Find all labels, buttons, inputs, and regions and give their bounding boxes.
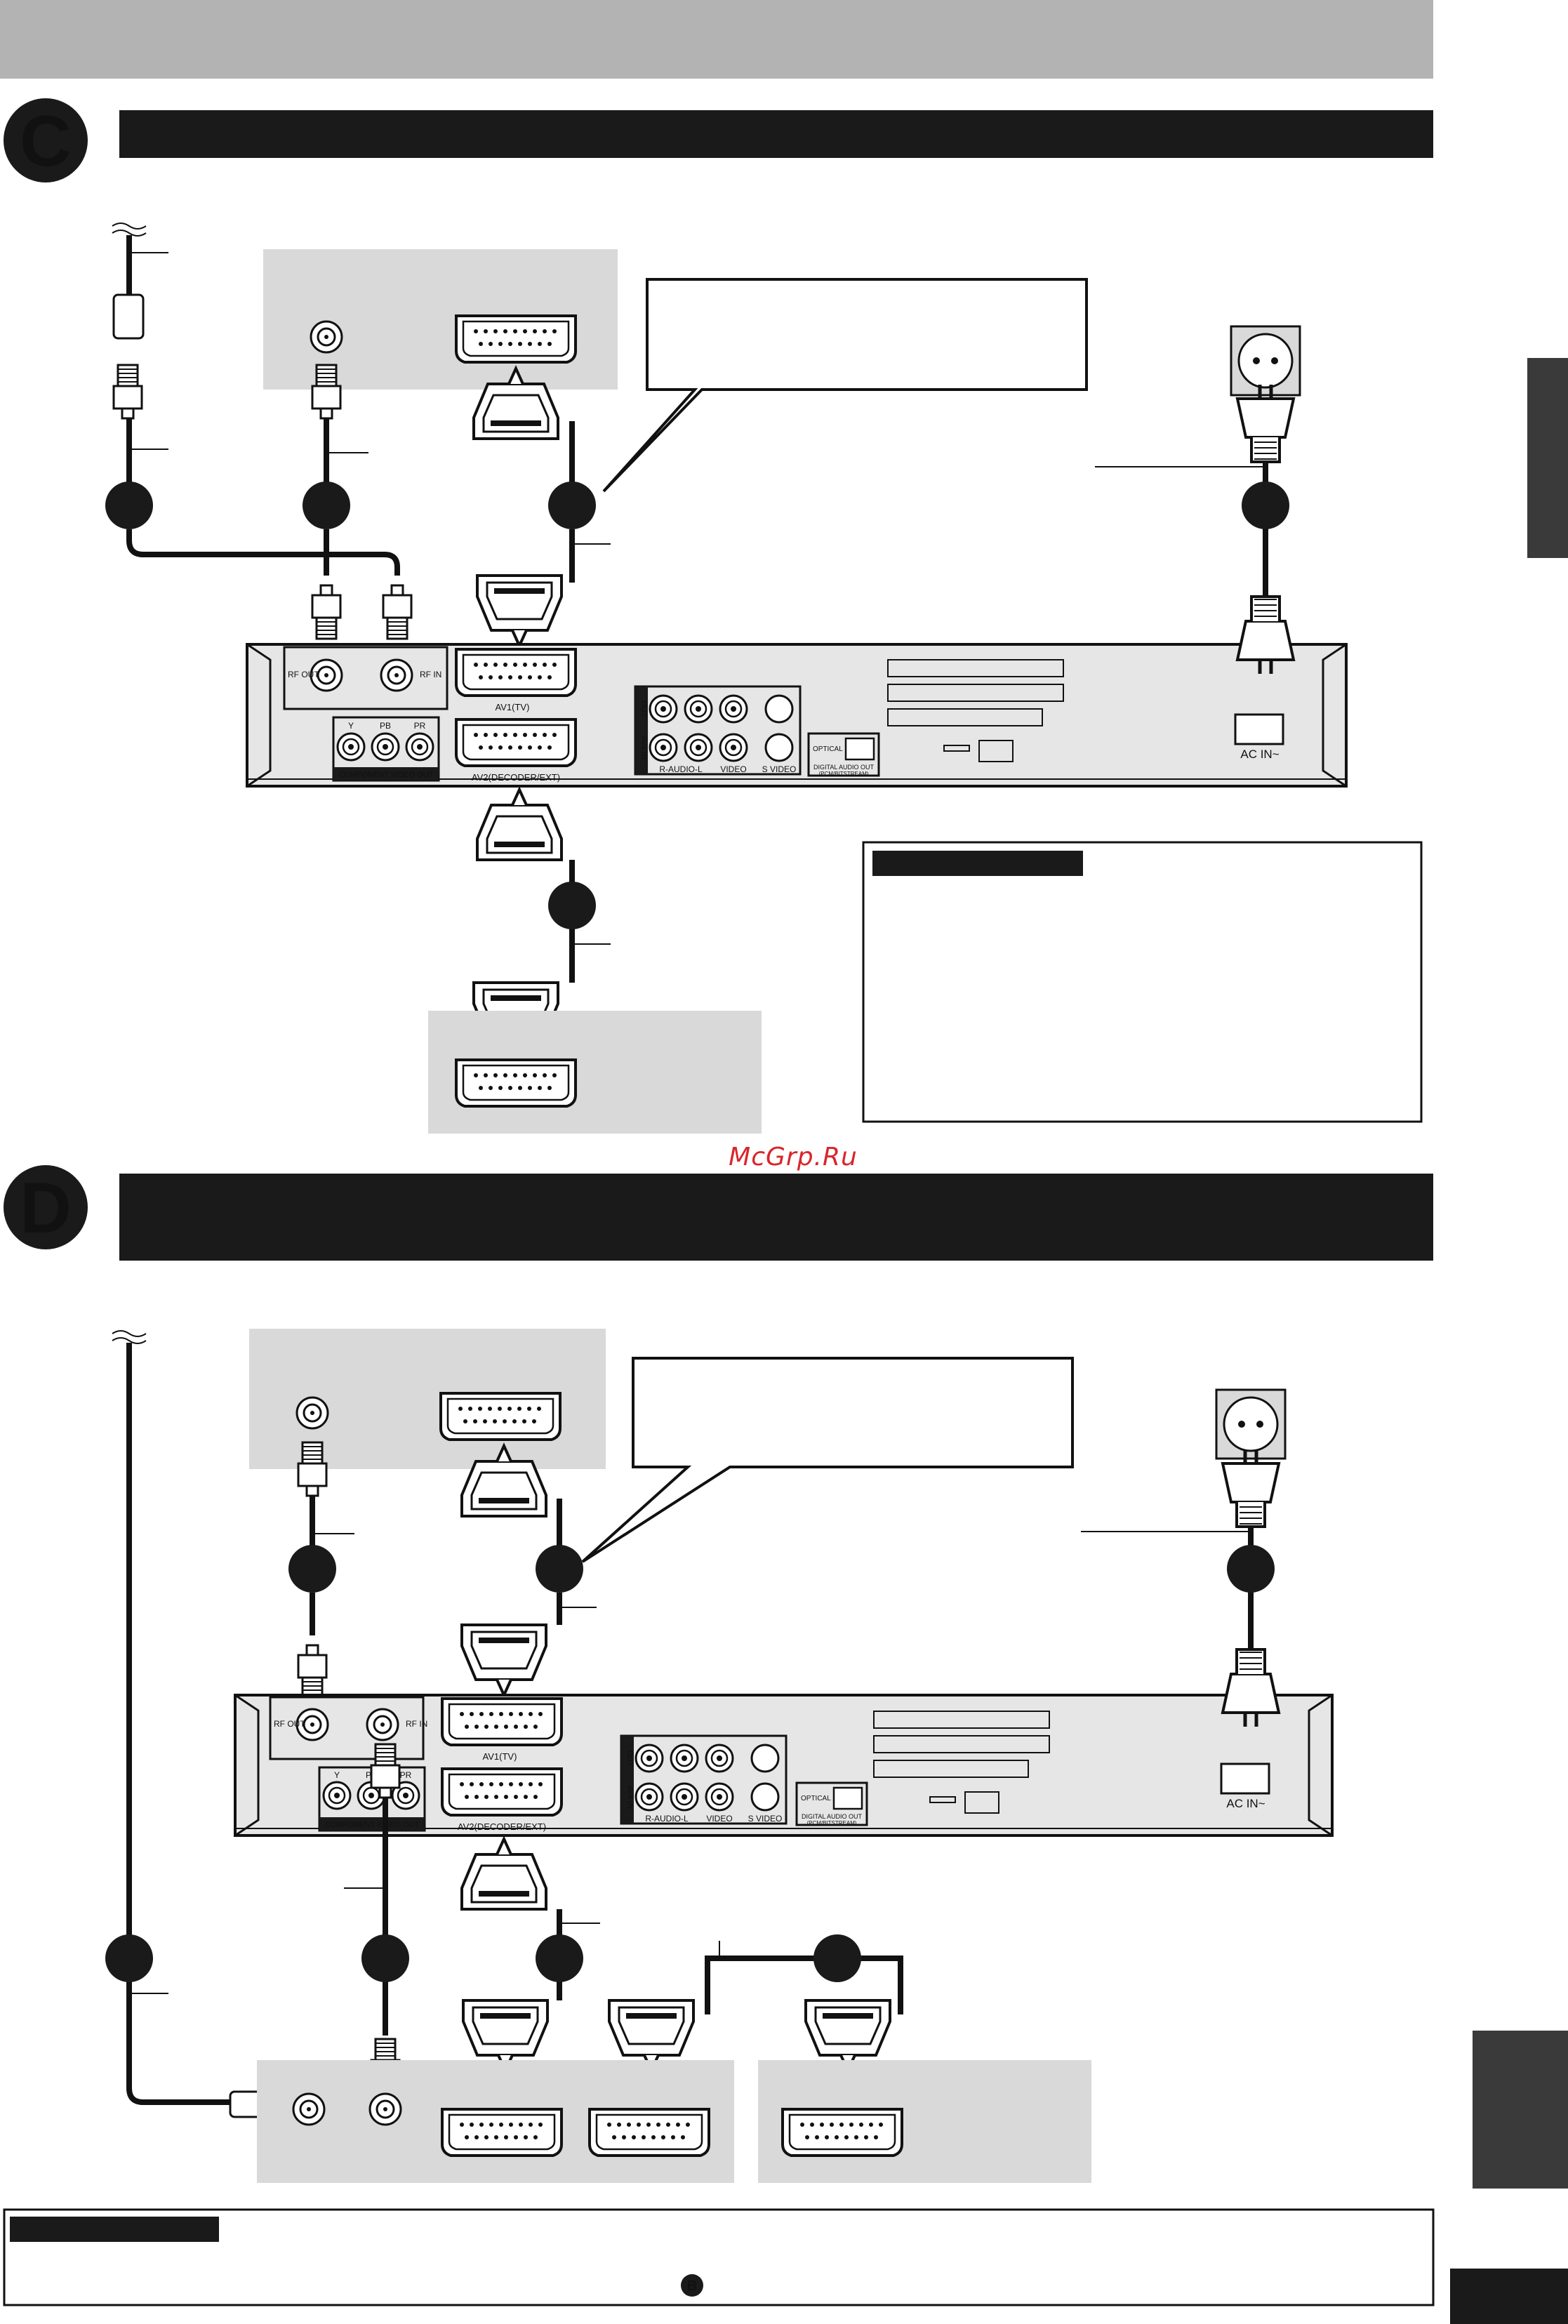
component-y-label: Y [348,721,354,731]
step-marker [813,1934,861,1982]
deck-scart-plug-av1-c [477,576,562,646]
component-video-out-label: COMPONENT VIDEO OUT [325,1821,420,1829]
ext-scart-socket-d3 [781,2108,903,2157]
pcm-bitstream-label: (PCM/BITSTREAM) [818,771,868,777]
header-band [0,0,1433,79]
aerial-break-d [112,1330,147,1344]
section-c-letter: C [20,101,72,181]
mains-socket-c [1230,325,1301,397]
rf-out-label: RF OUT [274,1719,305,1729]
out-label: OUT [639,700,648,717]
section-d-title-bar [119,1174,1433,1261]
note-box-c [862,841,1423,1123]
callout-c [602,278,1088,493]
av2-label: AV2(DECODER/EXT) [458,1821,546,1832]
tv-rf-socket-d [295,1396,329,1430]
out-label: OUT [625,1750,634,1767]
callout-d [581,1357,1074,1563]
av4-in-label: AV4 IN [639,736,648,759]
tv-rf-plug-c [311,364,342,420]
component-video-out-label: COMPONENT VIDEO OUT [339,771,434,779]
step-marker [361,1934,409,1982]
av1-label: AV1(TV) [496,702,530,712]
section-d-badge [4,1165,88,1249]
tv-scart-socket-d [439,1392,562,1441]
footer-marker-letter: B [687,2278,697,2294]
ext-scart-socket-c [455,1058,577,1108]
aerial-connector-c [112,293,145,340]
s-video-label: S VIDEO [748,1814,783,1824]
optical-label: OPTICAL [813,745,843,753]
footer-note-heading [10,2217,219,2242]
ext-rf-socket-d2 [368,2092,402,2126]
recorder-rear-panel-d: RF OUT RF IN AV1(TV) AV2(DECODER/EXT) Y … [234,1694,1334,1837]
step-marker [288,1545,336,1593]
step-marker [548,482,596,529]
note-heading-c [872,851,1083,876]
digital-audio-out-label: DIGITAL AUDIO OUT [813,764,875,771]
step-marker [1242,482,1289,529]
s-video-label: S VIDEO [762,764,797,774]
component-y-label: Y [334,1770,340,1780]
optical-label: OPTICAL [801,1795,831,1802]
deck-scart-plug-av2-d [462,1839,546,1909]
component-pb-label: PB [380,721,391,731]
av4-in-label: AV4 IN [625,1785,634,1809]
tv-scart-socket-c [455,314,577,364]
rf-in-label: RF IN [406,1719,427,1729]
step-marker [303,482,350,529]
video-label: VIDEO [706,1814,732,1824]
watermark: McGrp.Ru [729,1143,858,1171]
step-marker [105,1934,153,1982]
aerial-break-c [112,223,147,237]
mains-socket-d [1215,1388,1287,1460]
video-label: VIDEO [720,764,746,774]
ac-in-label: AC IN~ [1226,1797,1265,1810]
tv-rf-plug-d [297,1441,328,1497]
section-c-title-bar [119,110,1433,158]
av2-label: AV2(DECODER/EXT) [472,772,560,783]
aerial-plug-c [112,364,143,420]
step-marker [105,482,153,529]
deck-scart-plug-av2-c [477,790,562,860]
footer-marker-badge [681,2274,703,2297]
step-marker [536,1934,583,1982]
component-pr-label: PR [414,721,426,731]
section-d-letter: D [20,1168,72,1248]
step-marker [1227,1545,1275,1593]
mains-plug-d [1223,1449,1279,1527]
rf-in-label: RF IN [420,670,441,679]
r-audio-l-label: R-AUDIO-L [659,764,703,774]
page-corner-tab [1450,2269,1568,2324]
step-marker [548,882,596,929]
side-tab-bottom [1473,2031,1568,2189]
ext-scart-socket-d1 [441,2108,563,2157]
av1-label: AV1(TV) [483,1751,517,1762]
ac-in-label: AC IN~ [1240,748,1279,761]
side-tab-top [1527,358,1568,558]
step-marker [536,1545,583,1593]
pcm-bitstream-label: (PCM/BITSTREAM) [806,1820,856,1826]
digital-audio-out-label: DIGITAL AUDIO OUT [802,1813,863,1820]
deck-scart-plug-av1-d [462,1625,546,1695]
ext-scart-socket-d2 [588,2108,710,2157]
ext-rf-socket-d1 [292,2092,326,2126]
recorder-rear-panel-c: RF OUT RF IN AV1(TV) AV2(DECODER/EXT) Y … [246,643,1348,788]
tv-rf-socket-c [310,320,343,354]
component-pr-label: PR [400,1770,412,1780]
r-audio-l-label: R-AUDIO-L [645,1814,689,1824]
rf-out-label: RF OUT [288,670,319,679]
section-c-badge [4,98,88,182]
footer-note-box [3,2208,1435,2306]
